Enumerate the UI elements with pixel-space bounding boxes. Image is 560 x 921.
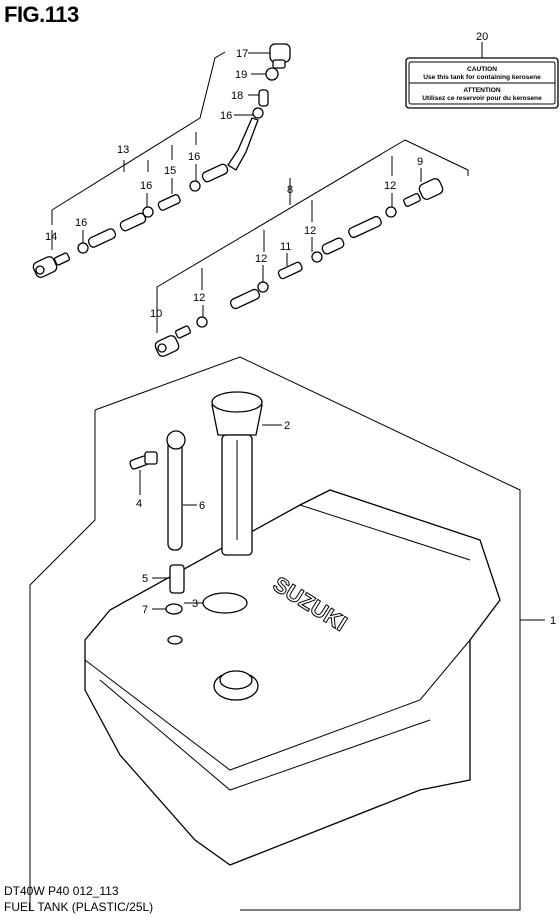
tank-group-frame [94, 356, 521, 911]
clamp-12-icon [257, 281, 269, 293]
callout-12b: 12 [304, 225, 316, 237]
clamp-16-icon [189, 180, 201, 192]
attention-title: ATTENTION [463, 87, 500, 94]
clamp-19-icon [265, 67, 279, 81]
callout-17: 17 [236, 48, 248, 60]
bent-hose-icon [227, 117, 259, 171]
pickup-tube-6-icon [166, 430, 186, 551]
callout-3: 3 [192, 598, 198, 610]
callout-19: 19 [235, 69, 247, 81]
callout-4: 4 [136, 498, 142, 510]
callout-12a: 12 [384, 180, 396, 192]
connector-10-icon [154, 325, 192, 357]
callout-2: 2 [284, 420, 290, 432]
hose-assembly-lower [154, 139, 469, 357]
callout-16d: 16 [220, 110, 232, 122]
gasket-7-icon [165, 603, 183, 615]
fuel-tank-icon: SUZUKI [84, 489, 501, 866]
callout-10: 10 [150, 308, 162, 320]
figure-name: FUEL TANK (PLASTIC/25L) [4, 900, 154, 914]
hose-segment-icon [321, 237, 345, 255]
callout-20: 20 [476, 31, 488, 43]
clamp-12-icon [196, 316, 208, 328]
hose-18-icon [258, 89, 269, 107]
callout-14: 14 [45, 231, 57, 243]
callout-12c: 12 [255, 253, 267, 265]
callout-8: 8 [287, 184, 293, 196]
hose-segment-icon [87, 228, 117, 248]
label-plate-20: CAUTION Use this tank for containing ker… [405, 42, 559, 109]
filter-5-icon [169, 564, 185, 594]
attention-text: Utilisez ce reservoir pour du kerosene [422, 95, 542, 102]
callout-16b: 16 [140, 180, 152, 192]
joint-15-icon [157, 194, 181, 211]
grommet-icon [167, 635, 183, 645]
callout-13: 13 [117, 144, 129, 156]
gauge-2-icon [211, 391, 263, 556]
clamp-16-icon [77, 242, 89, 254]
callout-6: 6 [199, 500, 205, 512]
oring-3-icon [202, 592, 248, 614]
clamp-16-icon [252, 107, 264, 119]
callout-16a: 16 [75, 217, 87, 229]
connector-4-icon [129, 451, 158, 470]
figure-title: FIG.113 [4, 2, 79, 27]
callout-1: 1 [550, 615, 556, 627]
hose-segment-icon [229, 288, 261, 310]
hose-assembly-upper [32, 43, 291, 278]
hose-segment-icon [119, 212, 147, 232]
connector-14-icon [32, 252, 71, 278]
figure-code: DT40W P40 012_113 [4, 884, 119, 898]
callout-9: 9 [417, 156, 423, 168]
clamp-12-icon [385, 206, 397, 218]
hose-segment-icon [348, 215, 382, 239]
joint-11-icon [277, 261, 303, 280]
clamp-16-icon [142, 206, 154, 218]
callout-18: 18 [231, 90, 243, 102]
clamp-12-icon [311, 251, 323, 263]
primer-17-icon [269, 43, 291, 69]
leader-lines [51, 52, 422, 610]
callout-11: 11 [280, 241, 291, 253]
callout-7: 7 [142, 604, 148, 616]
caution-title: CAUTION [467, 66, 497, 73]
callout-16c: 16 [188, 151, 200, 163]
callout-numbers: 1 2 3 4 5 6 7 8 9 10 11 12 12 12 12 13 1… [45, 31, 556, 627]
callout-15: 15 [164, 165, 176, 177]
caution-text: Use this tank for containing kerosene [423, 74, 541, 81]
hose-segment-icon [201, 163, 229, 183]
callout-12d: 12 [193, 292, 205, 304]
callout-5: 5 [142, 573, 148, 585]
connector-9-icon [403, 178, 444, 207]
